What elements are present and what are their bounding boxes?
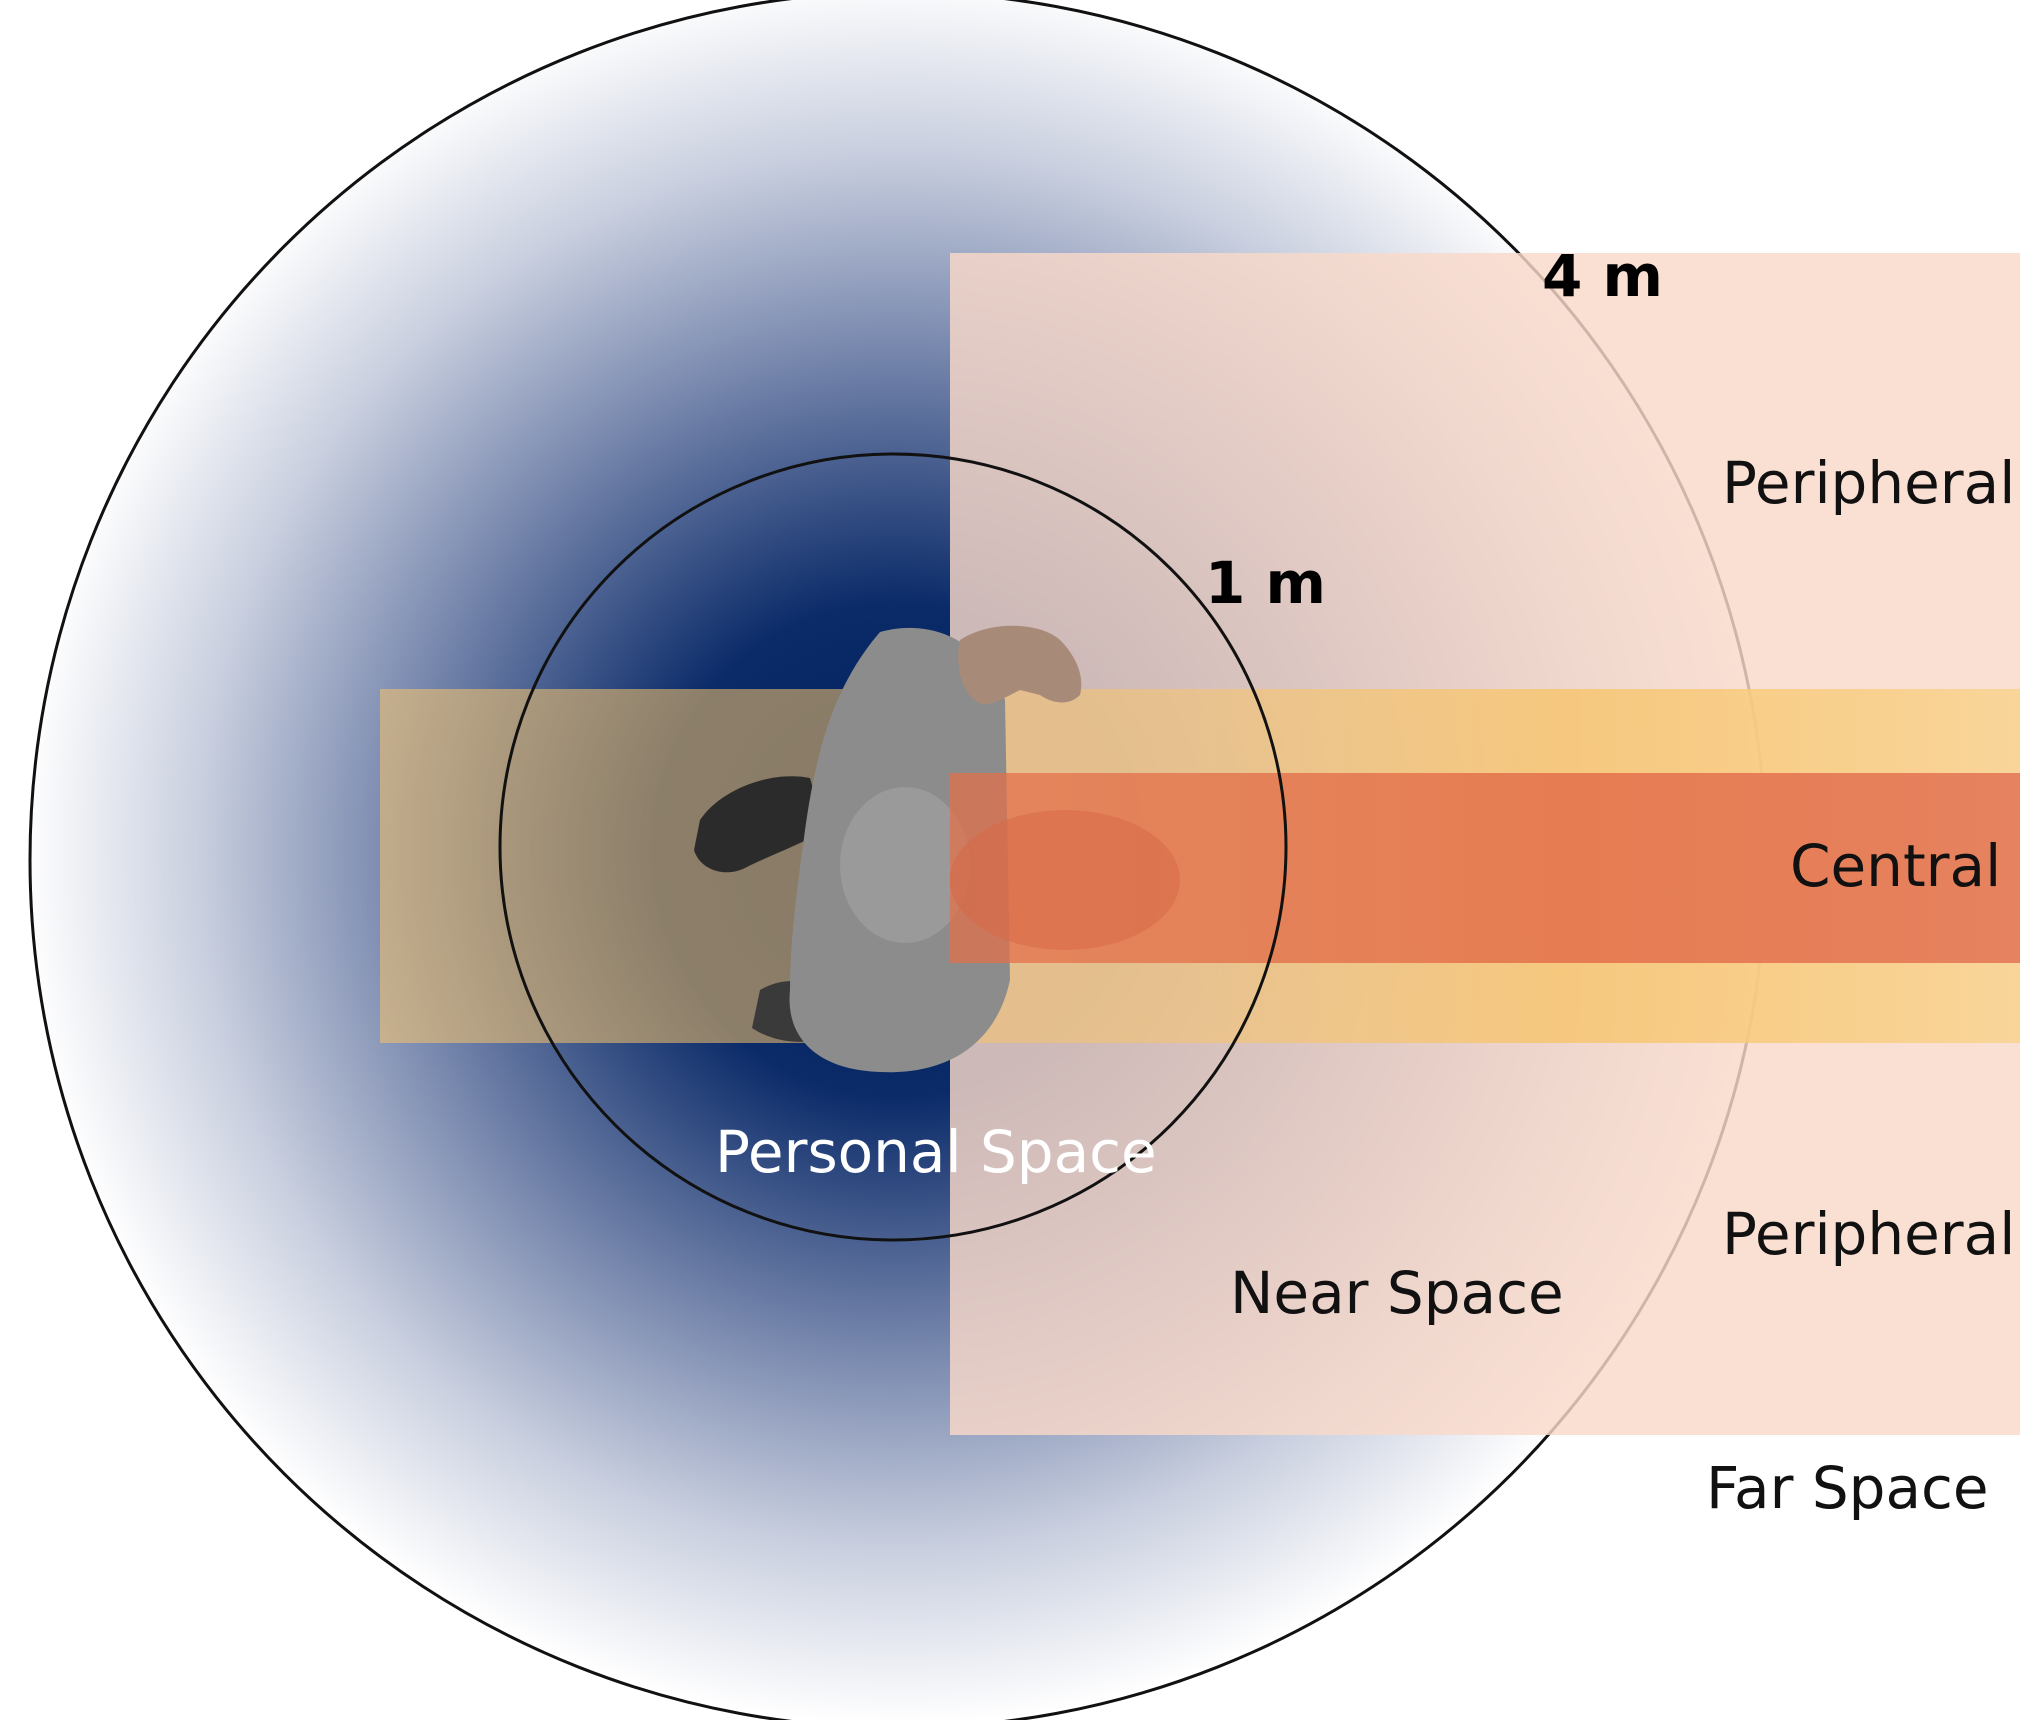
person-head <box>840 787 970 943</box>
far-space-label: Far Space <box>1706 1454 1989 1522</box>
peripheral-label-top: Peripheral <box>1722 449 2015 517</box>
radius-label-inner: 1 m <box>1205 549 1326 617</box>
peripheral-label-bottom: Peripheral <box>1722 1200 2015 1268</box>
personal-space-circle <box>498 452 1288 1242</box>
personal-space-label: Personal Space <box>715 1118 1157 1186</box>
central-band <box>950 773 2020 963</box>
person-arm-right <box>958 625 1082 705</box>
central-label: Central <box>1790 832 2001 900</box>
radius-label-outer: 4 m <box>1542 242 1663 310</box>
person-leg-left <box>694 776 825 873</box>
near-space-label: Near Space <box>1230 1259 1564 1327</box>
